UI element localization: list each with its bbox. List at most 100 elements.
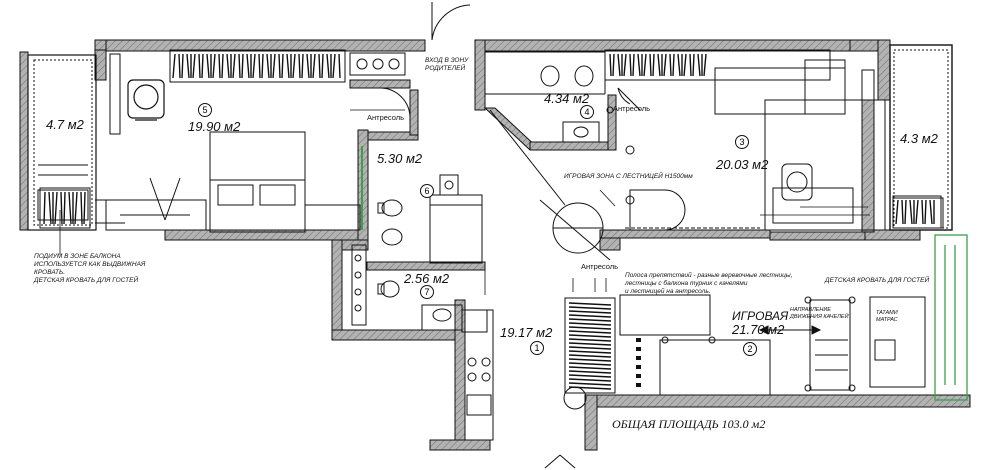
drawer-handle — [636, 365, 641, 369]
clothes-stroke — [178, 53, 181, 79]
bath4-fixtures — [484, 51, 606, 143]
north-marker-2 — [559, 454, 576, 469]
room-number-5: 5 — [198, 103, 212, 117]
arrows — [59, 109, 870, 295]
clothes-stroke — [568, 310, 612, 314]
clothes-stroke — [83, 191, 86, 225]
note-ladders: Полоса препятствий - разные веревочные л… — [625, 272, 793, 296]
room-number-1: 1 — [530, 341, 544, 355]
walls — [19, 39, 971, 451]
note-play-zone: ИГРОВАЯ ЗОНА С ЛЕСТНИЦЕЙ H1500мм — [564, 173, 693, 180]
clothes-stroke — [68, 191, 72, 225]
clothes-stroke — [212, 53, 216, 79]
clothes-stroke — [218, 53, 221, 79]
clothes-stroke — [568, 350, 612, 354]
clothes-stroke — [312, 53, 316, 79]
room-number-4: 4 — [580, 105, 594, 119]
clothes-stroke — [657, 53, 661, 77]
clothes-stroke — [643, 53, 647, 77]
clothes-stroke — [238, 53, 241, 79]
clothes-stroke — [901, 199, 904, 225]
clothes-stroke — [332, 53, 336, 79]
clothes-stroke — [629, 53, 632, 77]
clothes-stroke — [637, 53, 641, 77]
clothes-stroke — [206, 53, 210, 79]
clothes-stroke — [292, 53, 296, 79]
clothes-stroke — [612, 53, 615, 77]
clothes-stroke — [186, 53, 190, 79]
clothes-stroke — [252, 53, 256, 79]
clothes-stroke — [74, 191, 78, 225]
drawer-handle — [636, 356, 641, 360]
area-room-2: 21.70 м2 — [732, 322, 785, 337]
clothes-stroke — [568, 370, 612, 374]
area-room-6: 5.30 м2 — [377, 151, 423, 166]
clothes-stroke — [568, 378, 612, 382]
clothes-stroke — [609, 53, 612, 77]
clothes-stroke — [54, 191, 58, 225]
clothes-stroke — [321, 53, 324, 79]
clothes-stroke — [278, 53, 281, 79]
clothes-stroke — [181, 53, 184, 79]
clothes-stroke — [221, 53, 224, 79]
clothes-stroke — [703, 53, 707, 77]
clothes-stroke — [623, 53, 627, 77]
clothes-stroke — [306, 53, 310, 79]
clothes-stroke — [568, 358, 612, 362]
clothes-stroke — [198, 53, 201, 79]
room-number-6: 6 — [420, 184, 434, 198]
clothes-stroke — [286, 53, 290, 79]
clothes-stroke — [246, 53, 250, 79]
clothes-stroke — [266, 53, 270, 79]
drawers — [636, 338, 641, 387]
clothes-stroke — [232, 53, 236, 79]
balcony-right-glass — [934, 234, 968, 401]
clothes-stroke — [272, 53, 276, 79]
clothes-stroke — [63, 191, 66, 225]
note-podium: ПОДИУМ В ЗОНЕ БАЛКОНА ИСПОЛЬЗУЕТСЯ КАК В… — [34, 253, 146, 285]
clothes-stroke — [924, 199, 927, 225]
clothes-stroke — [568, 306, 612, 310]
clothes-stroke — [568, 346, 612, 350]
clothes-stroke — [568, 362, 612, 366]
room-name-2: ИГРОВАЯ — [732, 309, 789, 323]
clothes-stroke — [568, 314, 612, 318]
clothes-stroke — [915, 199, 919, 225]
note-kids-bed: ДЕТСКАЯ КРОВАТЬ ДЛЯ ГОСТЕЙ — [825, 277, 930, 284]
clothes-stroke — [568, 326, 612, 330]
clothes-stroke — [568, 334, 612, 338]
note-entrance: ВХОД В ЗОНУ РОДИТЕЛЕЙ — [425, 57, 469, 73]
clothes-stroke — [48, 191, 52, 225]
clothes-stroke — [172, 53, 176, 79]
kitchen — [464, 309, 494, 441]
armchair-left — [127, 79, 165, 121]
area-room-7: 2.56 м2 — [404, 271, 450, 286]
total-area: ОБЩАЯ ПЛОЩАДЬ 103.0 м2 — [612, 417, 766, 431]
area-room-3: 20.03 м2 — [716, 157, 769, 172]
note-antresol-3: Антресоль — [581, 262, 619, 271]
wardrobes — [39, 49, 942, 394]
note-antresol-1: Антресоль — [367, 113, 405, 122]
clothes-stroke — [568, 330, 612, 334]
room2-furniture — [564, 294, 926, 396]
clothes-stroke — [904, 199, 907, 225]
clothes-stroke — [338, 53, 341, 79]
clothes-stroke — [568, 366, 612, 370]
drawer-handle — [636, 338, 641, 342]
north-marker — [544, 454, 561, 469]
clothes-stroke — [632, 53, 635, 77]
clothes-stroke — [909, 199, 913, 225]
clothes-stroke — [677, 53, 681, 77]
clothes-stroke — [60, 191, 63, 225]
doors — [379, 2, 641, 410]
clothes-stroke — [258, 53, 261, 79]
clothes-stroke — [921, 199, 924, 225]
clothes-stroke — [929, 199, 933, 225]
area-room-1: 19.17 м2 — [500, 325, 553, 340]
clothes-stroke — [226, 53, 230, 79]
drawer-handle — [636, 383, 641, 387]
clothes-stroke — [301, 53, 304, 79]
wardrobe-clothes — [43, 53, 935, 390]
